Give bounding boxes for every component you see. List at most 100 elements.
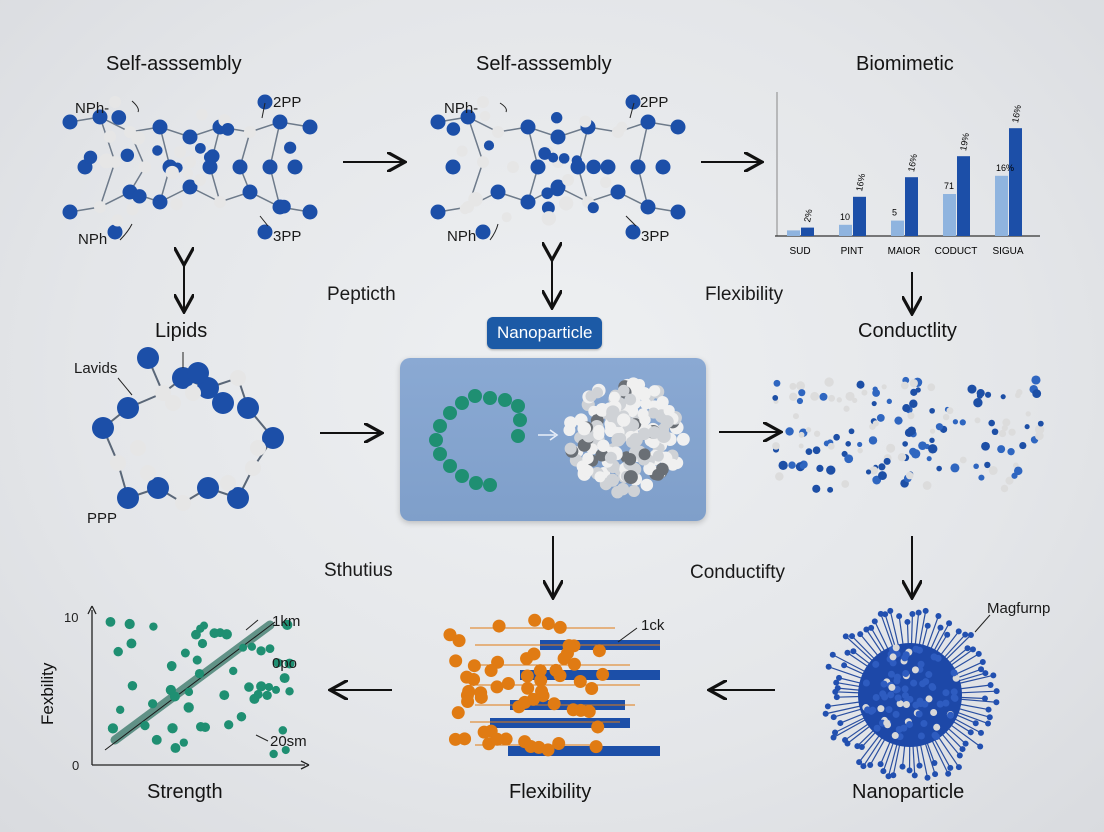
scatter-point: [281, 745, 290, 755]
scatter-point: [265, 644, 275, 654]
blue-atom: [550, 129, 566, 145]
spike-tip: [967, 631, 974, 638]
spike-tip: [850, 648, 857, 655]
spike-tip: [885, 773, 892, 780]
spike-tip: [887, 607, 894, 614]
spike-tip: [962, 631, 969, 638]
scatter-point: [236, 711, 247, 722]
spike-tip: [990, 672, 997, 679]
sphere-atom: [877, 705, 885, 713]
blue-atom: [147, 477, 169, 499]
sphere-spike: [870, 627, 886, 653]
network-atom: [813, 430, 821, 437]
bar-category-label: MAIOR: [888, 246, 921, 257]
network-atom: [1037, 420, 1044, 427]
np-atom: [606, 405, 620, 419]
sphere-atom: [862, 679, 870, 687]
atom: [99, 153, 114, 169]
bar-dark: [801, 227, 814, 236]
blue-atom: [182, 129, 198, 145]
orange-atom: [451, 706, 465, 720]
atom: [277, 199, 291, 214]
blue-bar: [520, 670, 660, 680]
spike-tip: [830, 714, 837, 721]
sphere-spike: [851, 635, 876, 660]
spike-tip: [986, 714, 993, 721]
network-atom: [826, 465, 836, 475]
orange-atom: [527, 647, 541, 661]
label-lavids: Lavids: [74, 360, 118, 377]
title-strength: Strength: [147, 781, 223, 803]
network-atom: [902, 441, 908, 447]
lipid-ring: [92, 347, 284, 511]
label-sthutius: Sthutius: [324, 560, 393, 581]
network-atom: [997, 445, 1006, 454]
sphere-atom: [934, 654, 942, 662]
network-atom: [936, 465, 942, 472]
network-atom: [991, 428, 999, 436]
np-atom: [605, 422, 617, 434]
sphere-spike: [956, 668, 982, 679]
spike-tip: [890, 772, 897, 779]
atom: [165, 165, 179, 180]
atom: [541, 211, 557, 226]
white-atom: [245, 460, 261, 476]
sphere-spike: [959, 684, 991, 690]
spike-tip: [824, 703, 831, 710]
scatter-point: [147, 699, 158, 709]
network-atom: [788, 461, 796, 469]
atom: [550, 182, 565, 197]
bar-dark: [905, 177, 918, 236]
atom: [541, 201, 555, 215]
network-atom: [812, 446, 821, 455]
atom: [479, 110, 491, 122]
network-atom: [942, 413, 950, 421]
sphere-spike: [856, 729, 875, 747]
network-atom: [984, 461, 991, 469]
spike-tip: [975, 650, 982, 657]
sphere-atom: [900, 724, 908, 732]
network-atom: [1032, 389, 1042, 399]
orange-atom: [533, 664, 547, 678]
nanoparticle-badge: Nanoparticle: [487, 317, 603, 349]
network-atom: [856, 380, 865, 389]
network-atom: [816, 464, 824, 473]
network-atom: [772, 395, 779, 401]
white-atom: [214, 196, 226, 208]
spike-tip: [833, 694, 840, 701]
sphere-atom: [872, 660, 880, 668]
network-atom: [929, 407, 935, 414]
scatter-point: [256, 681, 267, 692]
network-atom: [905, 471, 914, 480]
network-atom: [872, 389, 881, 397]
network-atom: [1019, 441, 1027, 450]
bar-value-label: 16%: [854, 173, 867, 192]
orange-atom: [467, 659, 481, 673]
scatter-ylabel: Fexbility: [38, 662, 57, 725]
network-atom: [978, 474, 985, 481]
atom: [182, 168, 194, 179]
sphere-spike: [933, 738, 951, 769]
sphere-atom: [887, 691, 895, 699]
sphere-spike: [892, 743, 901, 776]
sphere-spike: [835, 691, 861, 694]
sphere-spike: [837, 687, 861, 691]
sphere-atom: [906, 720, 914, 728]
network-atom: [881, 384, 887, 390]
scatter-annotation-3: 20sm: [270, 733, 307, 750]
scatter-point: [107, 723, 119, 734]
sphere-spike: [882, 741, 895, 772]
spike-tip: [955, 628, 962, 635]
blue-atom: [640, 199, 656, 215]
scatter-point: [224, 720, 234, 730]
sphere-atom: [910, 679, 918, 687]
scatter-point: [126, 638, 137, 649]
sphere-spike: [935, 634, 948, 653]
sphere-spike: [926, 741, 936, 764]
scatter-ymax: 10: [64, 610, 79, 625]
sphere-atom: [925, 695, 933, 703]
white-atom: [110, 455, 126, 471]
sphere-spike: [953, 717, 982, 734]
network-atom: [798, 389, 806, 397]
bar-light: [943, 194, 956, 236]
